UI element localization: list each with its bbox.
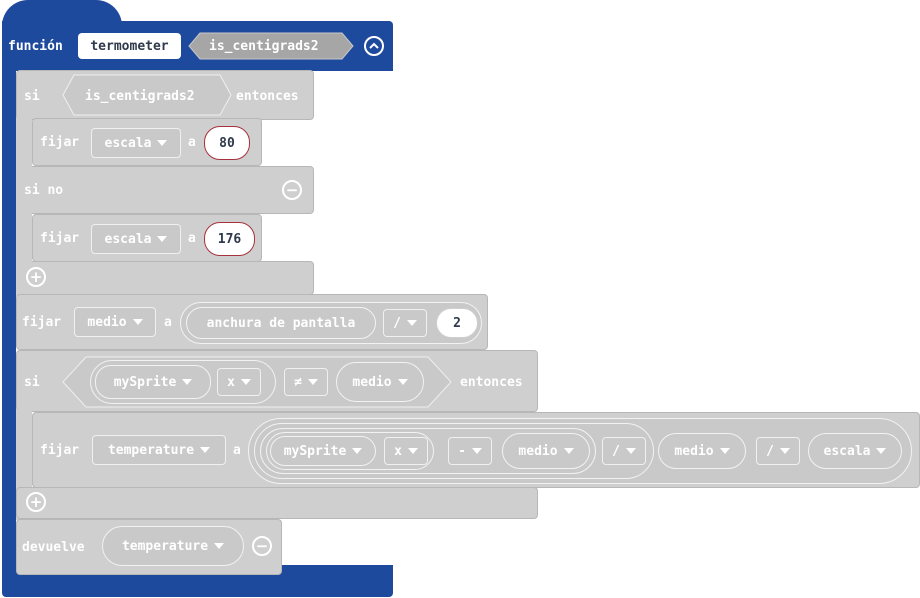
operator-dropdown-divide[interactable]: / (383, 309, 427, 337)
variable-label: medio (674, 443, 714, 459)
screen-width-reporter[interactable]: anchura de pantalla (186, 307, 376, 339)
to-keyword: a (188, 231, 196, 246)
minus-circle-icon[interactable]: − (252, 536, 272, 556)
operator-label: / (766, 443, 774, 459)
function-name-field[interactable]: termometer (78, 33, 181, 59)
return-keyword: devuelve (22, 540, 85, 555)
function-body-spine (2, 69, 16, 589)
plus-circle-icon[interactable]: + (26, 267, 46, 287)
variable-label: escala (823, 443, 871, 459)
parameter-reporter[interactable] (188, 32, 354, 60)
number-input-80[interactable]: 80 (204, 126, 250, 160)
dropdown-arrow-icon (719, 448, 730, 454)
function-name-text: termometer (90, 38, 169, 54)
parameter-label: is_centigrads2 (209, 39, 319, 54)
sprite-dropdown[interactable]: mySprite (95, 365, 211, 399)
variable-reporter-medio[interactable]: medio (502, 433, 590, 469)
return-value-reporter[interactable]: temperature (102, 526, 244, 566)
property-dropdown[interactable]: x (384, 437, 428, 465)
dropdown-arrow-icon (214, 543, 225, 549)
if-keyword: si (24, 375, 40, 390)
condition-hex-slot[interactable] (62, 74, 232, 116)
dropdown-arrow-icon (240, 379, 251, 385)
dropdown-arrow-icon (563, 448, 574, 454)
dropdown-arrow-icon (182, 379, 193, 385)
dropdown-arrow-icon (200, 447, 211, 453)
dropdown-arrow-icon (471, 448, 482, 454)
plus-circle-icon[interactable]: + (26, 492, 46, 512)
to-keyword: a (164, 315, 172, 330)
variable-label: medio (87, 314, 127, 330)
property-dropdown[interactable]: x (217, 368, 261, 396)
operator-label: / (393, 315, 401, 331)
dropdown-arrow-icon (407, 448, 418, 454)
then-keyword: entonces (460, 375, 523, 390)
property-label: x (227, 374, 235, 390)
set-keyword: fijar (22, 315, 62, 330)
minus-operator-dropdown[interactable]: - (448, 437, 492, 465)
operator-label: / (612, 443, 620, 459)
set-keyword: fijar (40, 443, 80, 458)
operator-label: ≠ (294, 374, 302, 390)
chevron-up-glyph (369, 42, 379, 49)
minus-circle-icon[interactable]: − (282, 180, 302, 200)
dropdown-arrow-icon (352, 448, 363, 454)
else-keyword: si no (24, 183, 64, 198)
dropdown-arrow-icon (157, 236, 168, 242)
variable-dropdown-escala[interactable]: escala (91, 128, 181, 158)
dropdown-arrow-icon (132, 319, 143, 325)
to-keyword: a (233, 443, 241, 458)
variable-label: temperature (121, 538, 209, 554)
variable-label: escala (104, 135, 152, 151)
number-value: 80 (219, 135, 235, 151)
variable-reporter-medio[interactable]: medio (658, 433, 746, 469)
if-keyword: si (24, 89, 40, 104)
screen-width-label: anchura de pantalla (206, 315, 356, 331)
then-keyword: entonces (236, 89, 299, 104)
number-value: 2 (453, 315, 461, 331)
sprite-label: mySprite (113, 374, 177, 390)
dropdown-arrow-icon (406, 320, 417, 326)
divide-operator-dropdown[interactable]: / (756, 437, 800, 465)
property-label: x (394, 443, 402, 459)
dropdown-arrow-icon (625, 448, 636, 454)
dropdown-arrow-icon (779, 448, 790, 454)
dropdown-arrow-icon (876, 448, 887, 454)
variable-reporter-escala[interactable]: escala (808, 433, 902, 469)
operator-label: - (458, 443, 466, 459)
variable-reporter-medio[interactable]: medio (336, 362, 424, 402)
variable-label: medio (518, 443, 558, 459)
chevron-up-icon[interactable] (364, 36, 384, 56)
number-value: 176 (217, 231, 242, 247)
variable-dropdown-medio[interactable]: medio (74, 307, 156, 337)
if-else-bottom (16, 261, 314, 295)
if-block-2-bottom (16, 487, 538, 519)
condition-variable: is_centigrads2 (85, 89, 195, 104)
number-input-176[interactable]: 176 (204, 222, 255, 256)
if-else-spine (16, 118, 32, 296)
function-keyword: función (8, 39, 63, 54)
divide-operator-dropdown[interactable]: / (602, 437, 646, 465)
if-else-mid (16, 166, 314, 214)
set-keyword: fijar (40, 231, 80, 246)
number-input-2[interactable]: 2 (436, 308, 478, 338)
variable-label: medio (352, 374, 392, 390)
dropdown-arrow-icon (397, 379, 408, 385)
variable-dropdown-escala[interactable]: escala (91, 224, 181, 254)
to-keyword: a (188, 135, 196, 150)
sprite-label: mySprite (283, 443, 347, 459)
comparison-operator-dropdown[interactable]: ≠ (284, 368, 328, 396)
sprite-dropdown[interactable]: mySprite (270, 436, 376, 466)
variable-dropdown-temperature[interactable]: temperature (92, 435, 226, 465)
variable-label: escala (104, 231, 152, 247)
variable-label: temperature (107, 442, 195, 458)
dropdown-arrow-icon (157, 140, 168, 146)
dropdown-arrow-icon (307, 379, 318, 385)
set-keyword: fijar (40, 135, 80, 150)
